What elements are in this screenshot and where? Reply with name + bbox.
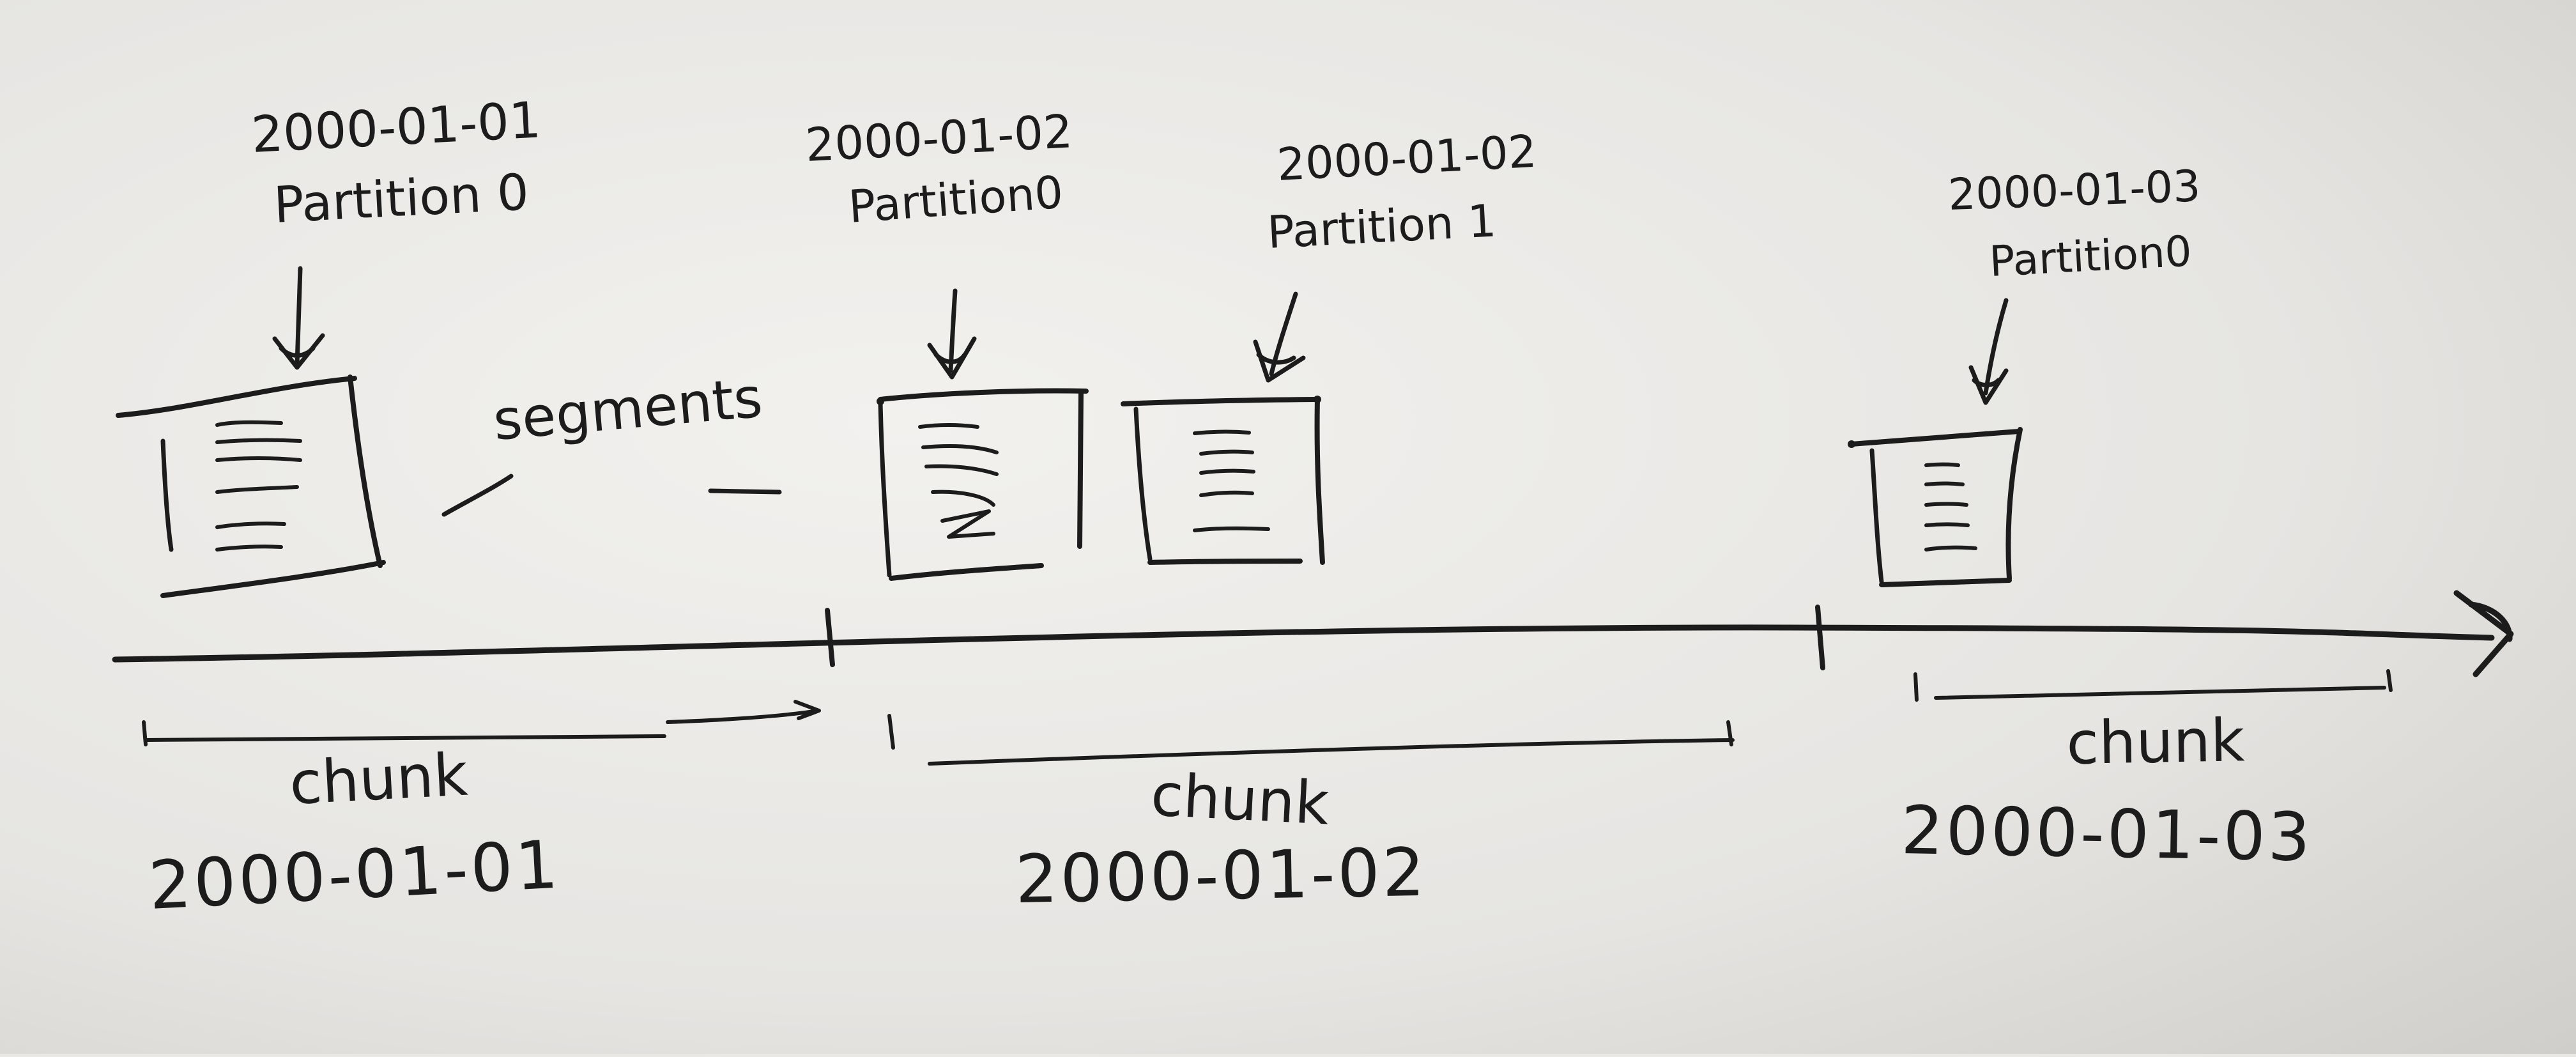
arrow-down-icon xyxy=(1968,298,2009,405)
chunk-span-1 xyxy=(142,700,821,746)
segment-partition-label: Partition 0 xyxy=(272,164,530,235)
chunk-boundary-tick-1 xyxy=(825,608,835,667)
chunk-word-label: chunk xyxy=(2066,706,2246,778)
segments-pointer-left xyxy=(441,474,514,517)
timeline-axis xyxy=(112,624,2495,663)
segments-pointer-right xyxy=(708,488,782,495)
segment-partition-label: Partition0 xyxy=(1988,226,2193,286)
document-icon xyxy=(1121,396,1325,565)
chunk-boundary-tick-2 xyxy=(1815,605,1825,670)
arrow-right-icon xyxy=(2453,590,2514,677)
chunk-word-label: chunk xyxy=(288,740,470,817)
chunk-span-3 xyxy=(1913,669,2393,702)
chunk-span-2 xyxy=(887,714,1735,766)
document-icon xyxy=(877,388,1089,581)
chunk-word-label: chunk xyxy=(1149,760,1331,838)
segment-partition-label: Partition 1 xyxy=(1266,194,1498,259)
chunk-date-label: 2000-01-02 xyxy=(1015,833,1427,918)
arrow-down-icon xyxy=(272,266,325,370)
segment-date-label: 2000-01-03 xyxy=(1947,161,2202,220)
arrow-down-icon xyxy=(927,288,977,380)
document-icon xyxy=(116,374,386,598)
arrow-down-icon xyxy=(1253,291,1306,383)
document-icon xyxy=(1848,427,2023,587)
chunk-date-label: 2000-01-03 xyxy=(1901,791,2313,876)
